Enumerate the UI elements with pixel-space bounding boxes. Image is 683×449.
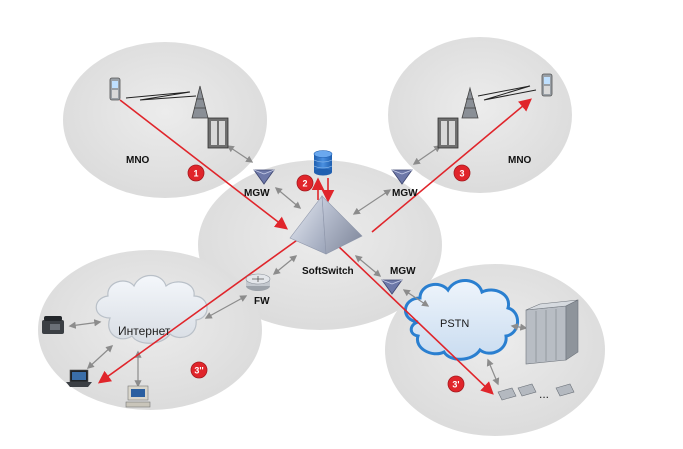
internet-cloud-icon bbox=[95, 274, 208, 344]
link-fw-internet bbox=[204, 295, 248, 319]
label-pstn: PSTN bbox=[440, 318, 469, 330]
link-server-pstn bbox=[510, 323, 528, 331]
label-softswitch: SoftSwitch bbox=[302, 266, 354, 277]
badge-3: 3 bbox=[453, 164, 471, 182]
label-mno-right: MNO bbox=[508, 155, 532, 166]
badges: 1 2 3 3' 3'' bbox=[187, 164, 471, 393]
link-laptop-internet bbox=[86, 345, 114, 369]
badge-3-prime-label: 3' bbox=[452, 380, 459, 390]
badge-3-double-prime-label: 3'' bbox=[194, 366, 203, 376]
radio-link-left bbox=[125, 91, 197, 101]
label-mno-left: MNO bbox=[126, 155, 150, 166]
desk-phone-icon bbox=[42, 316, 64, 334]
badge-1-label: 1 bbox=[193, 169, 198, 179]
label-mgw-left: MGW bbox=[244, 188, 270, 199]
badge-1: 1 bbox=[187, 164, 205, 182]
link-mgw-left-softswitch bbox=[274, 187, 302, 209]
softswitch-pyramid-icon bbox=[289, 195, 363, 255]
badge-3-label: 3 bbox=[459, 169, 464, 179]
antenna-tower-icon bbox=[191, 85, 209, 119]
link-softswitch-fw bbox=[272, 255, 298, 275]
links bbox=[68, 145, 528, 388]
base-station-icon bbox=[207, 117, 229, 149]
link-phone-internet bbox=[68, 319, 102, 329]
laptop-icon bbox=[66, 369, 92, 387]
server-rack-icon bbox=[525, 299, 579, 365]
label-internet: Интернет bbox=[118, 324, 171, 338]
antenna-tower-icon bbox=[461, 86, 479, 119]
router-icon bbox=[245, 273, 271, 291]
desk-phone-icon bbox=[555, 383, 575, 397]
label-fw: FW bbox=[254, 296, 270, 307]
link-bs-mgw-right bbox=[412, 145, 442, 165]
database-icon bbox=[313, 150, 333, 176]
mobile-phone-icon bbox=[541, 73, 553, 97]
radio-link-right bbox=[477, 85, 537, 101]
badge-3-double-prime: 3'' bbox=[190, 361, 208, 379]
mobile-phone-icon bbox=[109, 77, 121, 101]
call-path-1 bbox=[119, 99, 289, 230]
mgw-gateway-icon bbox=[381, 279, 403, 295]
label-mgw-bottom: MGW bbox=[390, 266, 416, 277]
pstn-cloud-icon bbox=[404, 279, 519, 361]
call-path-3-prime bbox=[335, 243, 494, 395]
badge-2: 2 bbox=[296, 174, 314, 192]
link-softswitch-mgw-bottom bbox=[354, 255, 382, 277]
badge-3-prime: 3' bbox=[447, 375, 465, 393]
call-paths bbox=[97, 98, 532, 395]
zone-mno-left bbox=[63, 42, 267, 198]
desk-phone-icon bbox=[517, 383, 537, 397]
labels: MNO MNO MGW MGW MGW SoftSwitch FW Интерн… bbox=[118, 155, 549, 401]
link-mgw-right-softswitch bbox=[352, 189, 392, 215]
mgw-gateway-icon bbox=[391, 169, 413, 185]
zone-mno-right bbox=[388, 37, 572, 193]
desktop-computer-icon bbox=[125, 385, 151, 408]
base-station-icon bbox=[437, 117, 459, 149]
link-bs-mgw-left bbox=[226, 145, 254, 163]
link-pstn-phones bbox=[486, 358, 500, 386]
label-ellipsis: ... bbox=[539, 387, 549, 401]
badge-2-label: 2 bbox=[302, 179, 307, 189]
link-mgw-pstn bbox=[402, 289, 430, 307]
radio-links bbox=[125, 85, 537, 101]
desk-phone-icon bbox=[497, 387, 517, 401]
call-path-3-double-prime bbox=[97, 237, 301, 384]
mgw-gateway-icon bbox=[253, 169, 275, 185]
label-mgw-right: MGW bbox=[392, 188, 418, 199]
call-path-3 bbox=[371, 98, 532, 233]
